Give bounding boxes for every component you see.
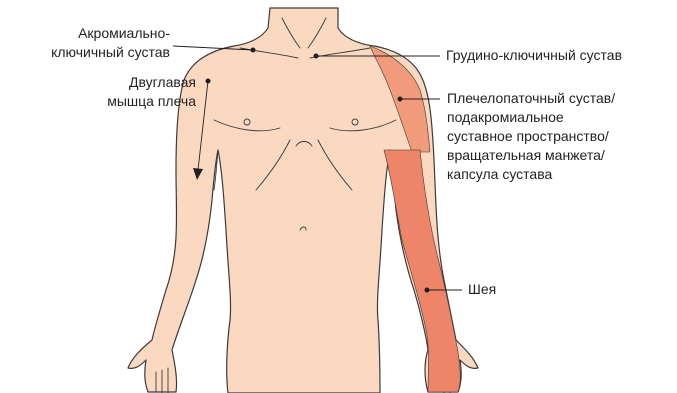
label-sternoclavicular: Грудино-ключичный сустав [446, 46, 622, 65]
label-neck: Шея [468, 280, 496, 299]
label-glenohumeral: Плечелопаточный сустав/ подакромиальное … [447, 89, 615, 184]
arm-pain-region [384, 150, 460, 392]
dot-biceps [206, 79, 211, 84]
dot-glenohumeral [398, 97, 403, 102]
dot-acromioclavicular [251, 48, 256, 53]
dot-neck [425, 288, 430, 293]
label-biceps: Двуглавая мышца плеча [56, 73, 196, 111]
dot-sternoclavicular [314, 54, 319, 59]
label-acromioclavicular: Акромиально- ключичный сустав [14, 24, 170, 62]
